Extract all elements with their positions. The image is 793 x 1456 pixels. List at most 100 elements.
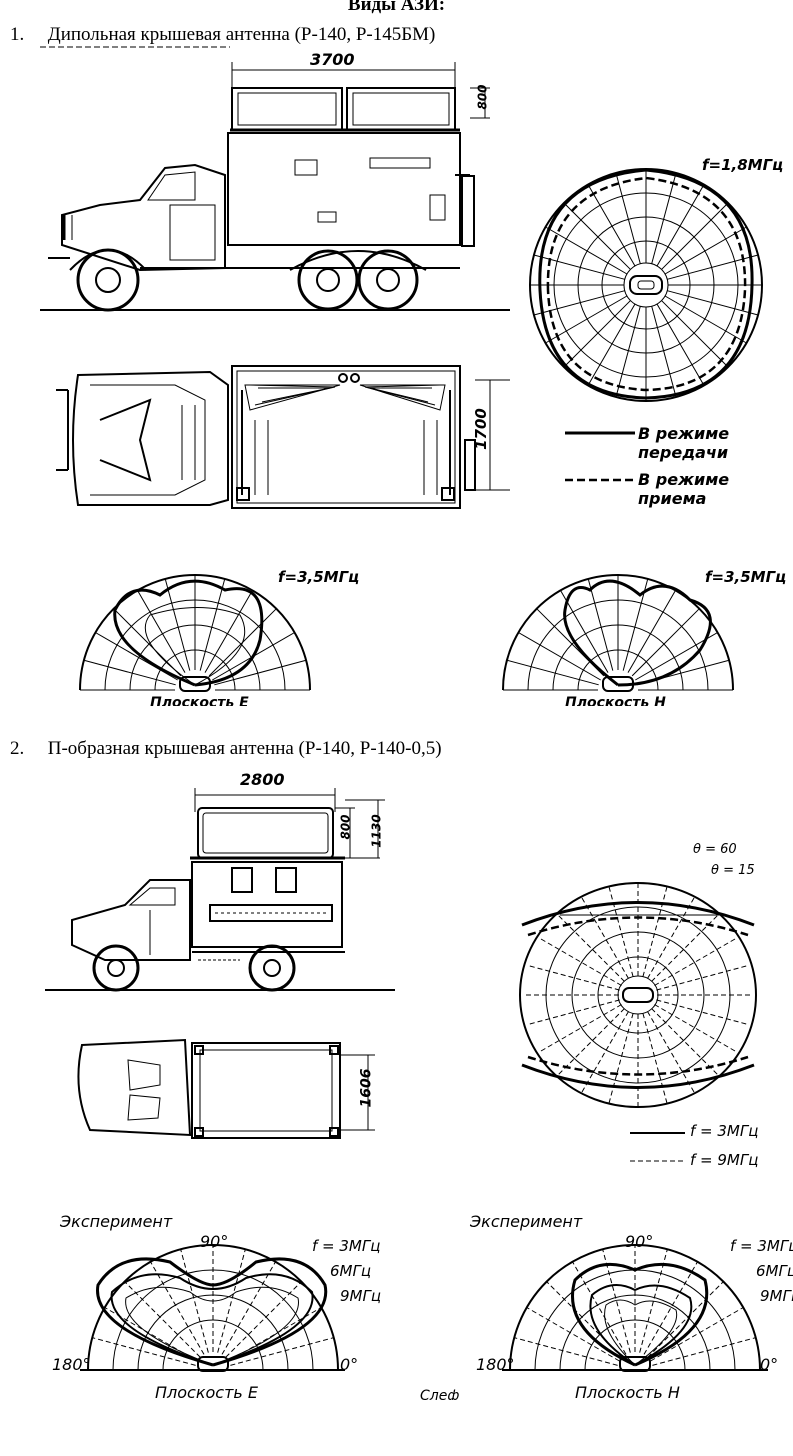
legend-transmit: В режиме передачи: [638, 424, 730, 462]
grid-spoke: [664, 226, 747, 275]
right-chart-heading: Эксперимент: [470, 1212, 583, 1231]
section-1-number: 1.: [10, 24, 25, 45]
grid-spoke: [560, 590, 609, 673]
grid-spoke: [650, 1307, 744, 1362]
grid-spoke: [643, 1261, 698, 1355]
pattern-h-curve: [563, 579, 712, 687]
pattern-2-polar-grid: [519, 882, 757, 1108]
pattern-2-curve-9mhz-bottom: [527, 1055, 749, 1076]
right-chart-freq-6: 6МГц: [756, 1262, 793, 1280]
grid-spoke: [518, 632, 601, 681]
grid-spoke: [563, 202, 631, 270]
section-2-title: П-образная крышевая антенна (Р-140, Р-14…: [47, 738, 442, 759]
section-2-heading: 2. П-образная крышевая антенна (Р-140, Р…: [10, 738, 442, 760]
right-chart-curve-6: [589, 1284, 693, 1366]
grid-spoke: [150, 1261, 205, 1355]
pattern-e-semicircle: [79, 574, 311, 692]
pattern-freq-label-1: f=1,8МГц: [702, 156, 784, 174]
section-1-title: Дипольная крышевая антенна (Р-140, Р-145…: [47, 24, 436, 45]
grid-spoke: [615, 306, 641, 398]
right-chart-caption: Плоскость Н: [575, 1383, 680, 1402]
grid-spoke: [124, 1281, 201, 1358]
grid-spoke: [217, 1249, 246, 1353]
grid-spoke: [642, 886, 668, 977]
grid-spoke: [656, 184, 705, 267]
pattern-2-curve-9mhz: [527, 916, 749, 937]
pattern-e-caption: Плоскость Е: [150, 696, 249, 706]
grid-spoke: [506, 659, 599, 686]
legend-3mhz: f = 3МГц: [690, 1122, 759, 1140]
grid-spoke: [647, 1011, 695, 1093]
grid-spoke: [667, 290, 759, 316]
right-chart-curve-9: [604, 1299, 678, 1366]
grid-spoke: [545, 295, 628, 344]
grid-spoke: [526, 1307, 620, 1362]
pattern-e-curve: [113, 579, 264, 687]
left-chart-freq-6: 6МГц: [330, 1262, 372, 1280]
grid-spoke: [608, 1013, 634, 1104]
center-note: Слеф: [420, 1388, 460, 1400]
left-chart-curve-9: [125, 1286, 299, 1366]
pattern-e-freq-label: f=3,5МГц: [278, 568, 360, 586]
right-chart-curve-3: [571, 1262, 709, 1367]
section-2-number: 2.: [10, 738, 25, 759]
pattern-2-curve-3mhz: [521, 901, 755, 927]
pattern-h-semicircle: [502, 574, 734, 692]
angle-label-15: θ = 15: [711, 863, 755, 878]
pattern-1-transmit-curve: [538, 168, 754, 400]
grid-spoke: [639, 1249, 668, 1353]
truck-2-top-view: [77, 1038, 375, 1139]
grid-spoke: [664, 295, 747, 344]
right-chart-freq-6-clip: 6МГц: [756, 1262, 793, 1280]
grid-spoke: [164, 578, 191, 671]
grid-spoke: [651, 172, 677, 264]
truck-1-side-view: [40, 62, 510, 312]
grid-spoke: [214, 659, 307, 686]
right-chart-freq-3-clip: f = 3МГц: [730, 1237, 793, 1255]
grid-spoke: [83, 659, 176, 686]
page-title: Виды АЗИ:: [347, 0, 446, 15]
grid-spoke: [225, 1281, 302, 1358]
grid-spoke: [642, 1013, 668, 1104]
pattern-e-curve-2: [144, 607, 246, 686]
grid-spoke: [622, 578, 649, 671]
grid-spoke: [627, 590, 676, 673]
grid-spoke: [514, 1337, 618, 1366]
grid-spoke: [113, 608, 182, 677]
grid-spoke: [647, 897, 695, 979]
grid-spoke: [656, 303, 705, 386]
right-chart-freq-9-clip: 9МГц: [760, 1287, 793, 1305]
legend-9mhz: f = 9МГц: [690, 1151, 759, 1169]
dim-label-3700: 3700: [310, 50, 355, 69]
left-chart-curve-6: [110, 1273, 314, 1366]
truck-1-top-view: [56, 365, 510, 509]
grid-spoke: [581, 1011, 629, 1093]
grid-spoke: [608, 886, 634, 977]
grid-spoke: [661, 300, 729, 368]
grid-spoke: [572, 1261, 627, 1355]
grid-spoke: [563, 300, 631, 368]
grid-spoke: [615, 172, 641, 264]
grid-spoke: [180, 1249, 209, 1353]
grid-spoke: [204, 590, 253, 673]
pattern-h-caption: Плоскость Н: [565, 696, 666, 706]
grid-spoke: [137, 590, 186, 673]
dim-label-2800: 2800: [240, 770, 285, 789]
grid-spoke: [587, 578, 614, 671]
pattern-h-freq-label: f=3,5МГц: [705, 568, 787, 586]
grid-spoke: [647, 1281, 724, 1358]
left-chart-curve-3: [96, 1257, 328, 1367]
grid-spoke: [92, 1337, 196, 1366]
grid-spoke: [199, 578, 226, 671]
grid-spoke: [558, 1008, 625, 1075]
right-chart-semicircle: [502, 1244, 768, 1372]
grid-spoke: [651, 1008, 718, 1075]
truck-2-side-view: [45, 788, 395, 992]
grid-spoke: [221, 1261, 276, 1355]
pattern-2-curve-3mhz-bottom: [521, 1063, 755, 1089]
grid-spoke: [651, 306, 677, 398]
left-chart-caption: Плоскость Е: [155, 1383, 259, 1402]
grid-spoke: [587, 184, 636, 267]
left-chart-freq-9: 9МГц: [340, 1287, 382, 1305]
